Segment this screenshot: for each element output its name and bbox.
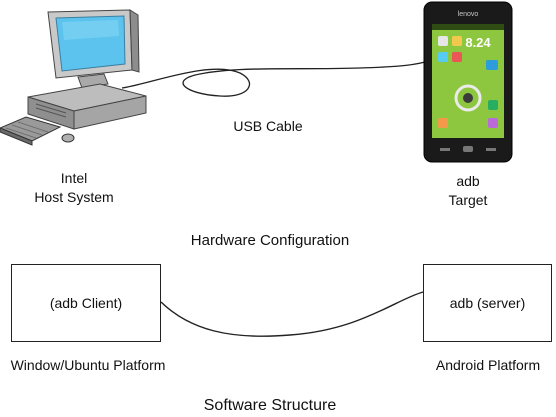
phone-clock-text: 8.24 xyxy=(465,35,491,50)
software-connection-line xyxy=(160,291,424,337)
target-label-line2: Target xyxy=(448,192,488,208)
host-label-line1: Intel xyxy=(60,170,88,186)
host-system-label: Intel Host System xyxy=(14,169,134,207)
host-label-line2: Host System xyxy=(34,189,114,205)
client-platform-label: Window/Ubuntu Platform xyxy=(10,357,166,373)
smartphone-icon xyxy=(423,1,513,163)
server-platform-label: Android Platform xyxy=(435,357,541,373)
adb-server-box: adb (server) xyxy=(423,264,552,342)
adb-server-label: adb (server) xyxy=(449,295,526,311)
usb-cable-icon xyxy=(121,61,426,97)
desktop-computer-icon xyxy=(0,9,147,146)
target-label-line1: adb xyxy=(456,173,480,189)
hardware-section-title: Hardware Configuration xyxy=(190,232,350,249)
software-section-title: Software Structure xyxy=(203,397,337,414)
phone-brand-logo: lenovo xyxy=(458,11,479,18)
target-label: adb Target xyxy=(420,172,516,210)
usb-cable-label: USB Cable xyxy=(233,118,303,134)
adb-client-label: (adb Client) xyxy=(49,295,123,311)
adb-client-box: (adb Client) xyxy=(11,264,161,342)
